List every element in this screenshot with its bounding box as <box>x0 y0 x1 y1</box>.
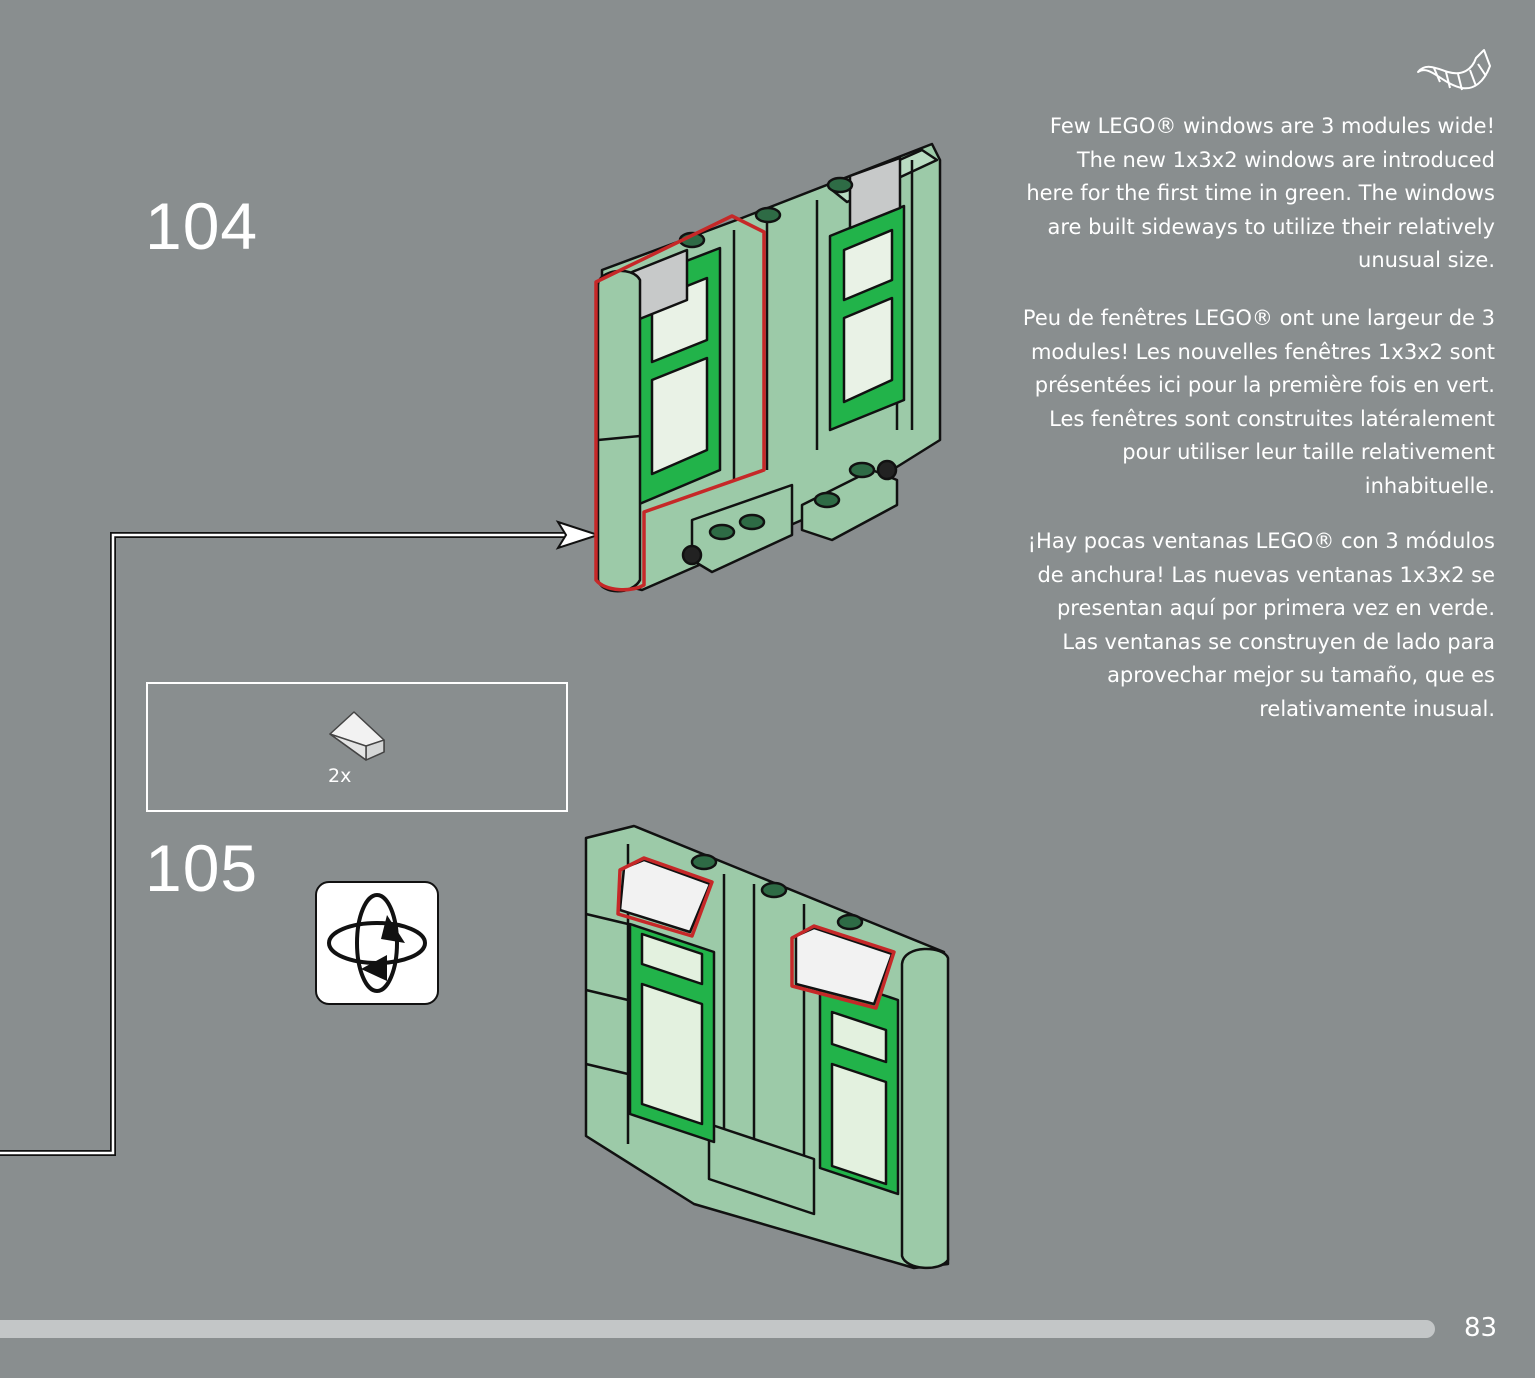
parts-callout <box>146 682 568 812</box>
text-line: de anchura! Las nuevas ventanas 1x3x2 se <box>1037 562 1495 587</box>
paragraph-french: Peu de fenêtres LEGO® ont une largeur de… <box>1015 302 1495 504</box>
step-104-model <box>594 142 942 593</box>
text-line: Las ventanas se construyen de lado para <box>1062 629 1495 654</box>
text-line: aprovechar mejor su tamaño, que es <box>1107 663 1495 688</box>
text-line: relativamente inusual. <box>1259 696 1495 721</box>
text-line: here for the first time in green. The wi… <box>1026 181 1495 206</box>
text-line: présentées ici pour la première fois en … <box>1034 373 1495 398</box>
text-line: Les fenêtres sont construites latéraleme… <box>1049 406 1495 431</box>
step-number-104: 104 <box>145 189 259 263</box>
paragraph-spanish: ¡Hay pocas ventanas LEGO® con 3 módulos … <box>1015 525 1495 727</box>
step-105-model <box>584 824 950 1270</box>
page-number: 83 <box>1464 1313 1498 1343</box>
text-line: The new 1x3x2 windows are introduced <box>1076 147 1495 172</box>
connector-arrow <box>0 520 602 1156</box>
text-line: ¡Hay pocas ventanas LEGO® con 3 módulos <box>1027 529 1495 553</box>
text-line: inhabituelle. <box>1364 473 1495 498</box>
part-quantity: 2x <box>328 765 352 787</box>
text-line: Peu de fenêtres LEGO® ont une largeur de… <box>1022 306 1495 330</box>
rotate-model-icon <box>315 881 439 1005</box>
text-line: presentan aquí por primera vez en verde. <box>1056 596 1495 621</box>
paragraph-english: Few LEGO® windows are 3 modules wide! Th… <box>1015 110 1495 278</box>
progress-bar <box>0 1320 1435 1338</box>
text-line: pour utiliser leur taille relativement <box>1122 440 1495 465</box>
croissant-icon <box>1417 49 1491 91</box>
text-line: unusual size. <box>1358 248 1495 273</box>
text-line: are built sideways to utilize their rela… <box>1047 214 1495 239</box>
white-slope-brick-icon <box>329 711 385 761</box>
step-number-105: 105 <box>145 831 259 905</box>
text-line: Few LEGO® windows are 3 modules wide! <box>1049 114 1495 138</box>
text-line: modules! Les nouvelles fenêtres 1x3x2 so… <box>1030 339 1495 364</box>
